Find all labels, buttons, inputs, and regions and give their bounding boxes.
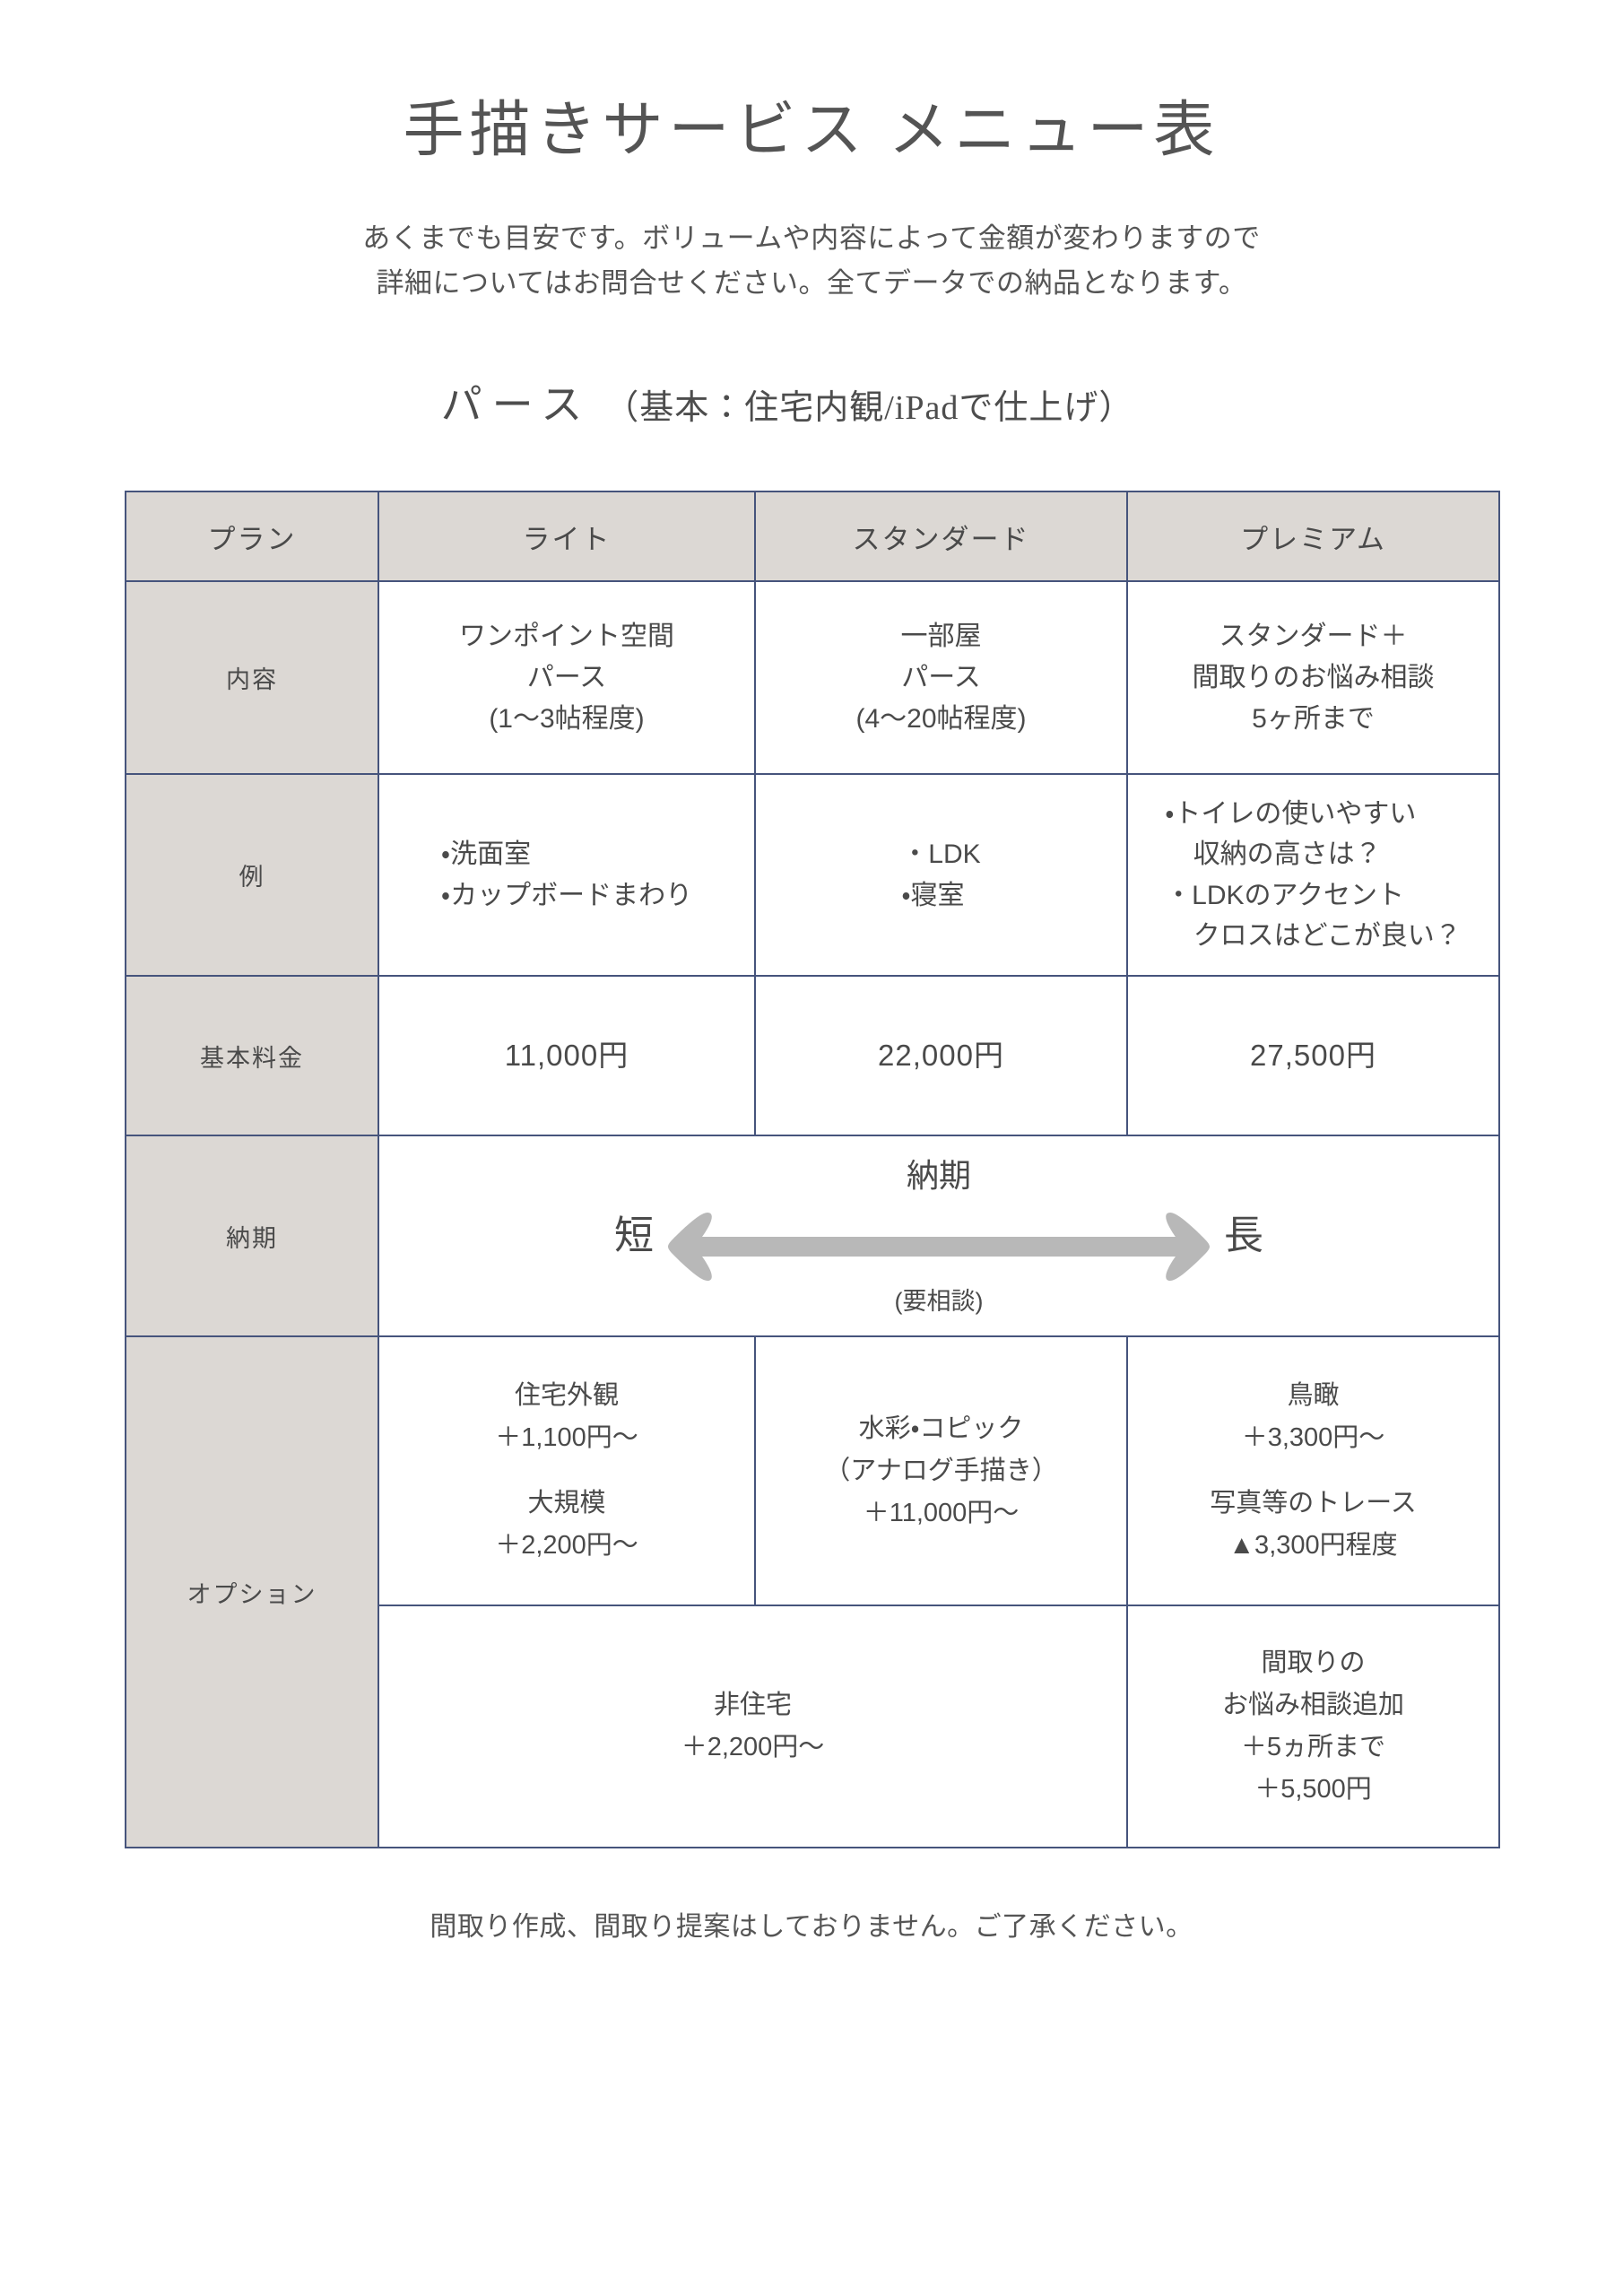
cell-rei-premium: ・トイレの使いやすい 収納の高さは？ ・LDKのアクセント クロスはどこが良い？: [1126, 773, 1500, 978]
table-row-options-b: 非住宅 ＋2,200円〜 間取りの お悩み相談追加 ＋5ヵ所まで ＋5,500円: [126, 1605, 1500, 1849]
spacer: [379, 1459, 754, 1483]
cell-options-light: 住宅外観 ＋1,100円〜 大規模 ＋2,200円〜: [378, 1335, 756, 1607]
menu-table-wrapper: プラン ライト スタンダード プレミアム 内容 ワンポイント空間 パース (1〜…: [125, 448, 1500, 1849]
table-header-row: プラン ライト スタンダード プレミアム: [125, 491, 1500, 583]
list-item: ・洗面室: [440, 839, 532, 870]
page-subtitle: あくまでも目安です。ボリュームや内容によって金額が変わりますので 詳細については…: [0, 164, 1623, 306]
table-row-price: 基本料金 11,000円 22,000円 27,500円: [125, 975, 1500, 1137]
column-header-light: ライト: [378, 491, 756, 583]
row-label-price: 基本料金: [125, 975, 379, 1137]
text-line: (1〜3帖程度): [489, 703, 645, 734]
list-item-continued: クロスはどこが良い？: [1193, 921, 1462, 952]
text-line: 間取りのお悩み相談: [1192, 662, 1435, 692]
cell-price-standard: 22,000円: [754, 975, 1128, 1137]
page-title: 手描きサービス メニュー表: [403, 96, 1220, 164]
double-arrow-icon: [668, 1213, 1210, 1282]
section-heading-main: パース: [440, 382, 593, 429]
subtitle-line-1: あくまでも目安です。ボリュームや内容によって金額が変わりますので: [362, 222, 1261, 254]
text-line: ワンポイント空間: [459, 622, 674, 652]
cell-options-standard: 水彩・コピック （アナログ手描き） ＋11,000円〜: [754, 1335, 1128, 1607]
list-item: ・LDK: [901, 839, 981, 870]
table-row-rei: 例 ・洗面室 ・カップボードまわり ・LDK ・寝室: [125, 773, 1500, 978]
subtitle-line-2: 詳細についてはお問合せください。全てデータでの納品となります。: [376, 267, 1247, 300]
row-label-rei: 例: [125, 773, 379, 978]
text-line: ＋2,200円〜: [681, 1733, 825, 1762]
list-item: ・トイレの使いやすい: [1165, 798, 1417, 829]
menu-table: プラン ライト スタンダード プレミアム 内容 ワンポイント空間 パース (1〜…: [125, 491, 1500, 1849]
text-line: ＋5ヵ所まで: [1240, 1733, 1386, 1762]
text-line: 水彩・コピック: [858, 1413, 1024, 1443]
text-line: ＋5,500円: [1254, 1775, 1372, 1805]
table-row-delivery: 納期 短 納期 (要相談) 長: [125, 1135, 1500, 1338]
text-line: ＋11,000円〜: [863, 1498, 1020, 1527]
text-line: 写真等のトレース: [1210, 1489, 1417, 1518]
cell-delivery-scale: 短 納期 (要相談) 長: [378, 1135, 1500, 1338]
cell-naiyou-light: ワンポイント空間 パース (1〜3帖程度): [378, 580, 756, 776]
table-row-options-a: オプション 住宅外観 ＋1,100円〜 大規模 ＋2,200円〜 水彩・コピック…: [125, 1335, 1500, 1849]
cell-naiyou-standard: 一部屋 パース (4〜20帖程度): [754, 580, 1128, 776]
delivery-long-label: 長: [1224, 1213, 1263, 1258]
cell-naiyou-premium: スタンダード＋ 間取りのお悩み相談 5ヶ所まで: [1126, 580, 1500, 776]
column-header-standard: スタンダード: [754, 491, 1128, 583]
section-heading-note: （基本：住宅内観/iPadで仕上げ）: [604, 389, 1134, 428]
delivery-arrow-note: (要相談): [894, 1288, 984, 1316]
cell-rei-standard: ・LDK ・寝室: [754, 773, 1128, 978]
text-line: 住宅外観: [514, 1381, 619, 1411]
text-line: 鳥瞰: [1287, 1381, 1340, 1411]
text-line: スタンダード＋: [1219, 622, 1408, 652]
list-item-continued: 収納の高さは？: [1193, 839, 1382, 870]
delivery-arrow-group: 納期 (要相談): [661, 1146, 1217, 1326]
text-line: ＋1,100円〜: [495, 1423, 638, 1453]
column-header-premium: プレミアム: [1126, 491, 1500, 583]
cell-options-premium-extra: 間取りの お悩み相談追加 ＋5ヵ所まで ＋5,500円: [1126, 1605, 1500, 1849]
text-line: ＋2,200円〜: [495, 1531, 638, 1561]
text-line: 間取りの: [1261, 1648, 1366, 1678]
spacer: [1128, 1459, 1498, 1483]
text-line: (4〜20帖程度): [855, 703, 1027, 734]
cell-options-premium: 鳥瞰 ＋3,300円〜 写真等のトレース ▲3,300円程度: [1126, 1335, 1500, 1607]
page-footer-note: 間取り作成、間取り提案はしておりません。ご了承ください。: [430, 1912, 1193, 1943]
table-row-naiyou: 内容 ワンポイント空間 パース (1〜3帖程度) 一部屋 パース (4〜20帖程…: [125, 580, 1500, 776]
text-line: お悩み相談追加: [1221, 1691, 1404, 1720]
text-line: ▲3,300円程度: [1228, 1531, 1398, 1561]
row-label-options: オプション: [125, 1335, 379, 1849]
column-header-plan: プラン: [125, 491, 379, 583]
text-line: 非住宅: [713, 1691, 792, 1720]
text-line: （アナログ手描き）: [824, 1456, 1058, 1485]
cell-rei-light: ・洗面室 ・カップボードまわり: [378, 773, 756, 978]
row-label-naiyou: 内容: [125, 580, 379, 776]
delivery-arrow-label: 納期: [906, 1157, 971, 1195]
list-item: ・寝室: [901, 880, 965, 910]
cell-price-light: 11,000円: [378, 975, 756, 1137]
list-item: ・LDKのアクセント: [1165, 880, 1405, 910]
text-line: パース: [901, 662, 981, 692]
text-line: 一部屋: [900, 622, 982, 652]
cell-price-premium: 27,500円: [1126, 975, 1500, 1137]
text-line: 大規模: [527, 1489, 606, 1518]
text-line: ＋3,300円〜: [1241, 1423, 1385, 1453]
cell-options-nonresidential: 非住宅 ＋2,200円〜: [378, 1605, 1128, 1849]
text-line: 5ヶ所まで: [1252, 703, 1375, 734]
delivery-short-label: 短: [614, 1213, 654, 1258]
text-line: パース: [526, 662, 607, 692]
list-item: ・カップボードまわり: [440, 880, 693, 910]
section-heading: パース （基本：住宅内観/iPadで仕上げ）: [0, 306, 1623, 448]
row-label-delivery: 納期: [125, 1135, 379, 1338]
